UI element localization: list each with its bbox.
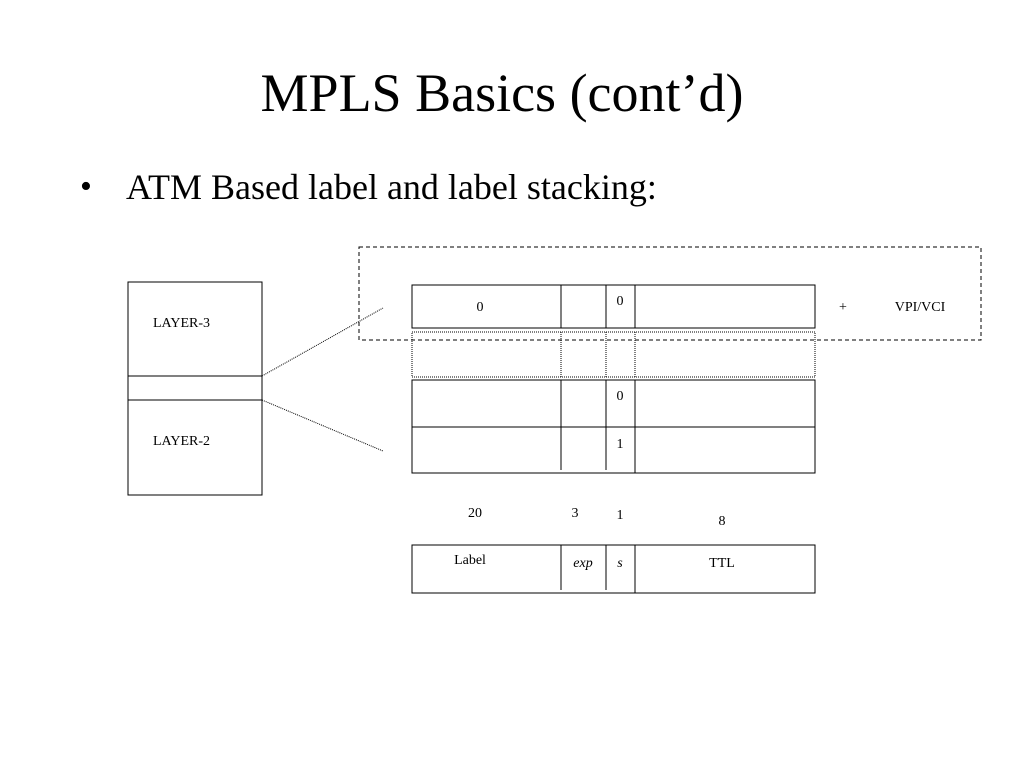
label-row-dotted (411, 331, 816, 378)
field-name-s: s (617, 556, 623, 571)
bullet-marker: • (80, 168, 92, 205)
field-name-label: Label (454, 553, 486, 568)
label-row-top-box (411, 284, 816, 329)
width-label-field: 20 (468, 506, 482, 521)
label-row-top: 0 0 (411, 284, 816, 329)
label-rows-lower: 0 1 (411, 379, 816, 474)
field-name-ttl: TTL (709, 556, 735, 571)
width-ttl-field: 8 (719, 514, 726, 529)
row4-s-value: 1 (617, 437, 624, 452)
vpi-vci-group (358, 246, 982, 341)
zoom-line-bottom (261, 399, 384, 452)
protocol-stack: LAYER-3 LAYER-2 (127, 281, 263, 496)
field-name-exp: exp (573, 556, 592, 571)
width-exp-field: 3 (572, 506, 579, 521)
row3-s-value: 0 (617, 389, 624, 404)
plus-sign: + (839, 300, 847, 315)
label-row-dotted-box (411, 331, 816, 378)
slide-title: MPLS Basics (cont’d) (260, 63, 744, 123)
protocol-stack-box (127, 281, 263, 496)
zoom-line-top (261, 307, 384, 377)
top-label-value: 0 (477, 300, 484, 315)
top-s-value: 0 (617, 294, 624, 309)
label-header-box (411, 544, 816, 594)
layer2-label: LAYER-2 (153, 434, 210, 449)
label-header: Label exp s TTL (411, 544, 816, 594)
width-s-field: 1 (617, 508, 624, 523)
vpi-vci-label: VPI/VCI (895, 300, 946, 315)
layer3-label: LAYER-3 (153, 316, 210, 331)
bullet-text: ATM Based label and label stacking: (126, 167, 657, 207)
